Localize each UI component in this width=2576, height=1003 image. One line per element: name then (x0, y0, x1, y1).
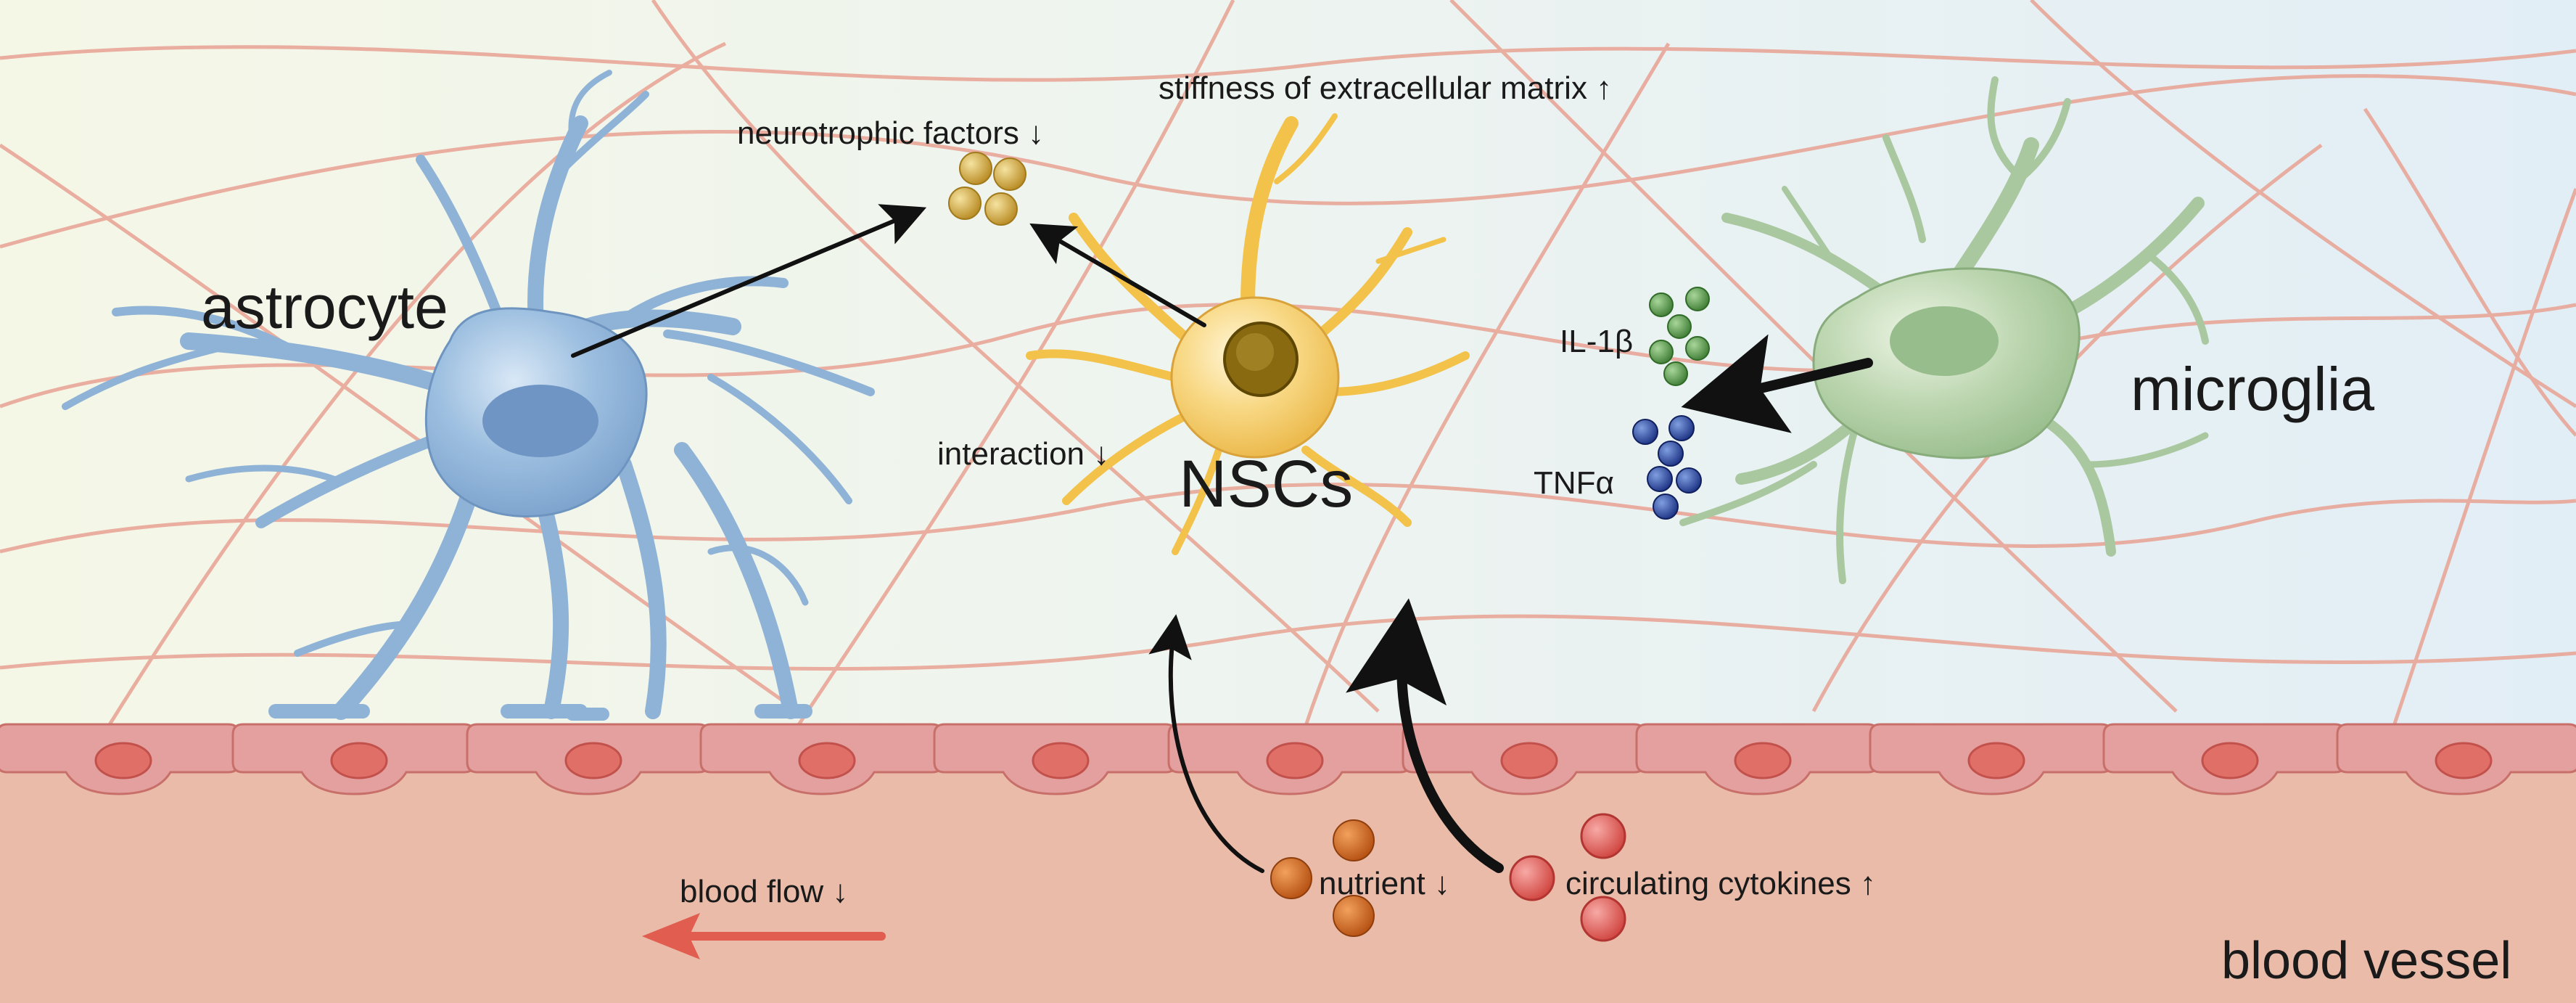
blood-vessel-label: blood vessel (2221, 932, 2511, 990)
stiffness-label: stiffness of extracellular matrix ↑ (1159, 70, 1612, 106)
nsc-to-neurotrophic-arrow (1029, 223, 1206, 327)
blood-flow-label: blood flow ↓ (680, 874, 848, 909)
nutrient-label: nutrient ↓ (1319, 866, 1450, 901)
neurotrophic-factors-label: neurotrophic factors ↓ (737, 115, 1044, 151)
neurotrophic-factor-beads (948, 152, 1026, 226)
nutrient-to-nsc-arrow (1148, 614, 1264, 873)
microglia-cell-icon (1679, 76, 2209, 584)
circulating-cytokine-beads (1509, 813, 1626, 942)
circulating-cytokines-label: circulating cytokines ↑ (1565, 866, 1876, 901)
nutrient-beads (1270, 819, 1375, 937)
nscs-label: NSCs (1179, 447, 1353, 521)
cytokines-to-nsc-arrow (1346, 598, 1504, 873)
blood-flow-arrow-icon (642, 913, 886, 959)
microglia-nucleus (1890, 306, 1999, 376)
il1b-label: IL-1β (1560, 324, 1633, 359)
microglia-label: microglia (2131, 355, 2374, 423)
astrocyte-cell-icon (62, 70, 875, 721)
astrocyte-nucleus (482, 385, 598, 457)
microglia-to-cytokines-arrow (1681, 334, 1873, 433)
neural-stem-cell-icon (1026, 113, 1470, 555)
tnfa-label: TNFα (1534, 465, 1614, 501)
astrocyte-label: astrocyte (201, 273, 448, 341)
astrocyte-to-neurotrophic-arrow (571, 204, 927, 358)
interaction-label: interaction ↓ (937, 436, 1109, 472)
endothelial-cell-layer (0, 723, 2576, 795)
arrows (571, 204, 1873, 873)
